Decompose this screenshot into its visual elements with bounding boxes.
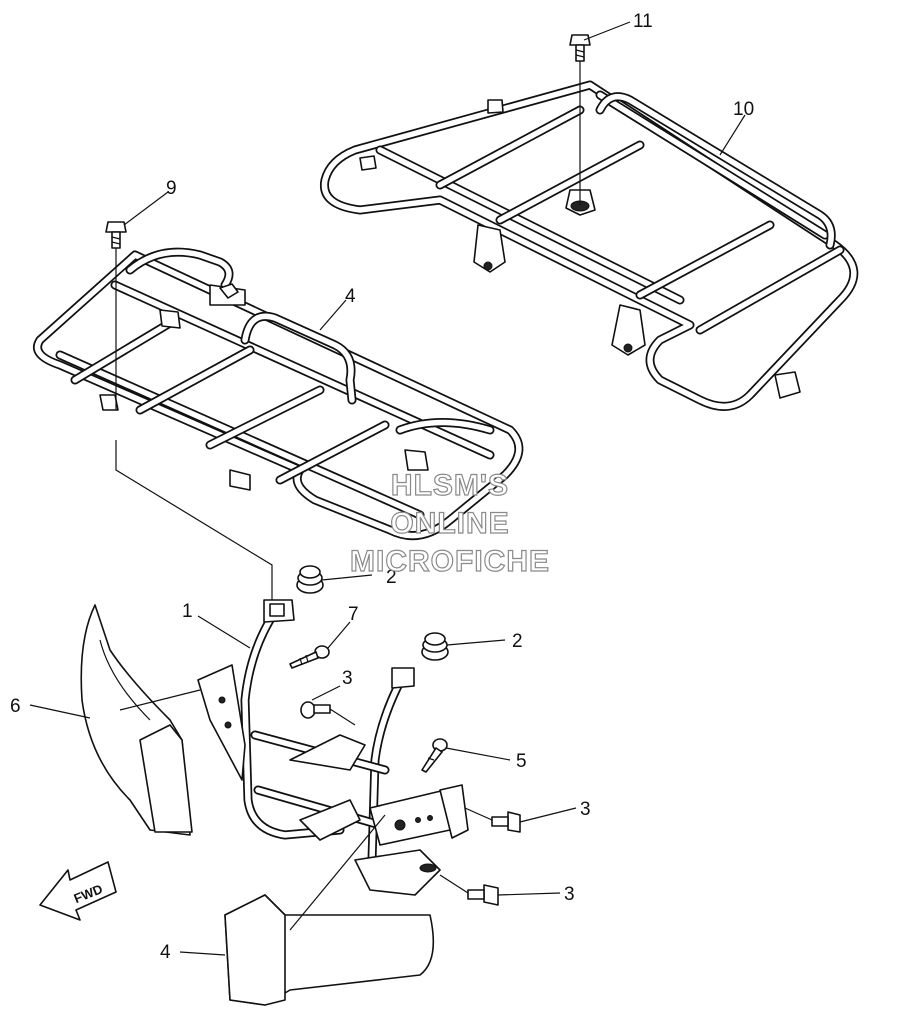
leader-9	[123, 191, 169, 226]
watermark: HLSM'S ONLINE MICROFICHE	[349, 468, 550, 578]
leader-6	[29, 704, 91, 719]
bolt-3-upper[interactable]	[300, 685, 356, 726]
screw-5[interactable]	[421, 738, 511, 773]
callout-3-middle: 3	[580, 799, 591, 820]
grommet-lower[interactable]	[421, 632, 506, 661]
callout-3-upper: 3	[342, 668, 353, 689]
left-cover[interactable]	[80, 604, 201, 836]
bolt-3-middle[interactable]	[464, 807, 577, 833]
leader-4b	[179, 951, 226, 956]
callout-1: 1	[182, 601, 193, 622]
front-carrier[interactable]	[33, 247, 524, 541]
bolt-11[interactable]	[569, 34, 591, 205]
leader-4a	[319, 299, 347, 331]
fwd-arrow: FWD	[39, 861, 117, 921]
watermark-line-2: ONLINE	[390, 507, 509, 540]
leader-10	[719, 114, 746, 156]
callout-9: 9	[166, 178, 177, 199]
callout-5: 5	[516, 751, 527, 772]
watermark-line-1: HLSM'S	[391, 469, 509, 502]
callout-10: 10	[733, 99, 754, 120]
callout-11: 11	[633, 11, 653, 32]
screw-7[interactable]	[289, 621, 351, 669]
rear-carrier[interactable]	[319, 80, 859, 411]
leader-11	[583, 21, 631, 41]
callout-7: 7	[348, 604, 359, 625]
bolt-9[interactable]	[105, 221, 273, 605]
callout-4-upper: 4	[345, 286, 356, 307]
callout-3-lower: 3	[564, 884, 575, 905]
front-guard[interactable]	[197, 599, 469, 896]
right-cover[interactable]	[224, 814, 435, 1006]
callout-6: 6	[10, 696, 21, 717]
bolt-3-lower[interactable]	[439, 874, 561, 906]
leader-1	[197, 615, 251, 649]
grommet-upper[interactable]	[296, 565, 373, 594]
callout-4-lower: 4	[160, 942, 171, 963]
watermark-line-3: MICROFICHE	[350, 545, 550, 578]
callout-2-lower: 2	[512, 631, 523, 652]
callout-2-upper: 2	[386, 567, 397, 588]
